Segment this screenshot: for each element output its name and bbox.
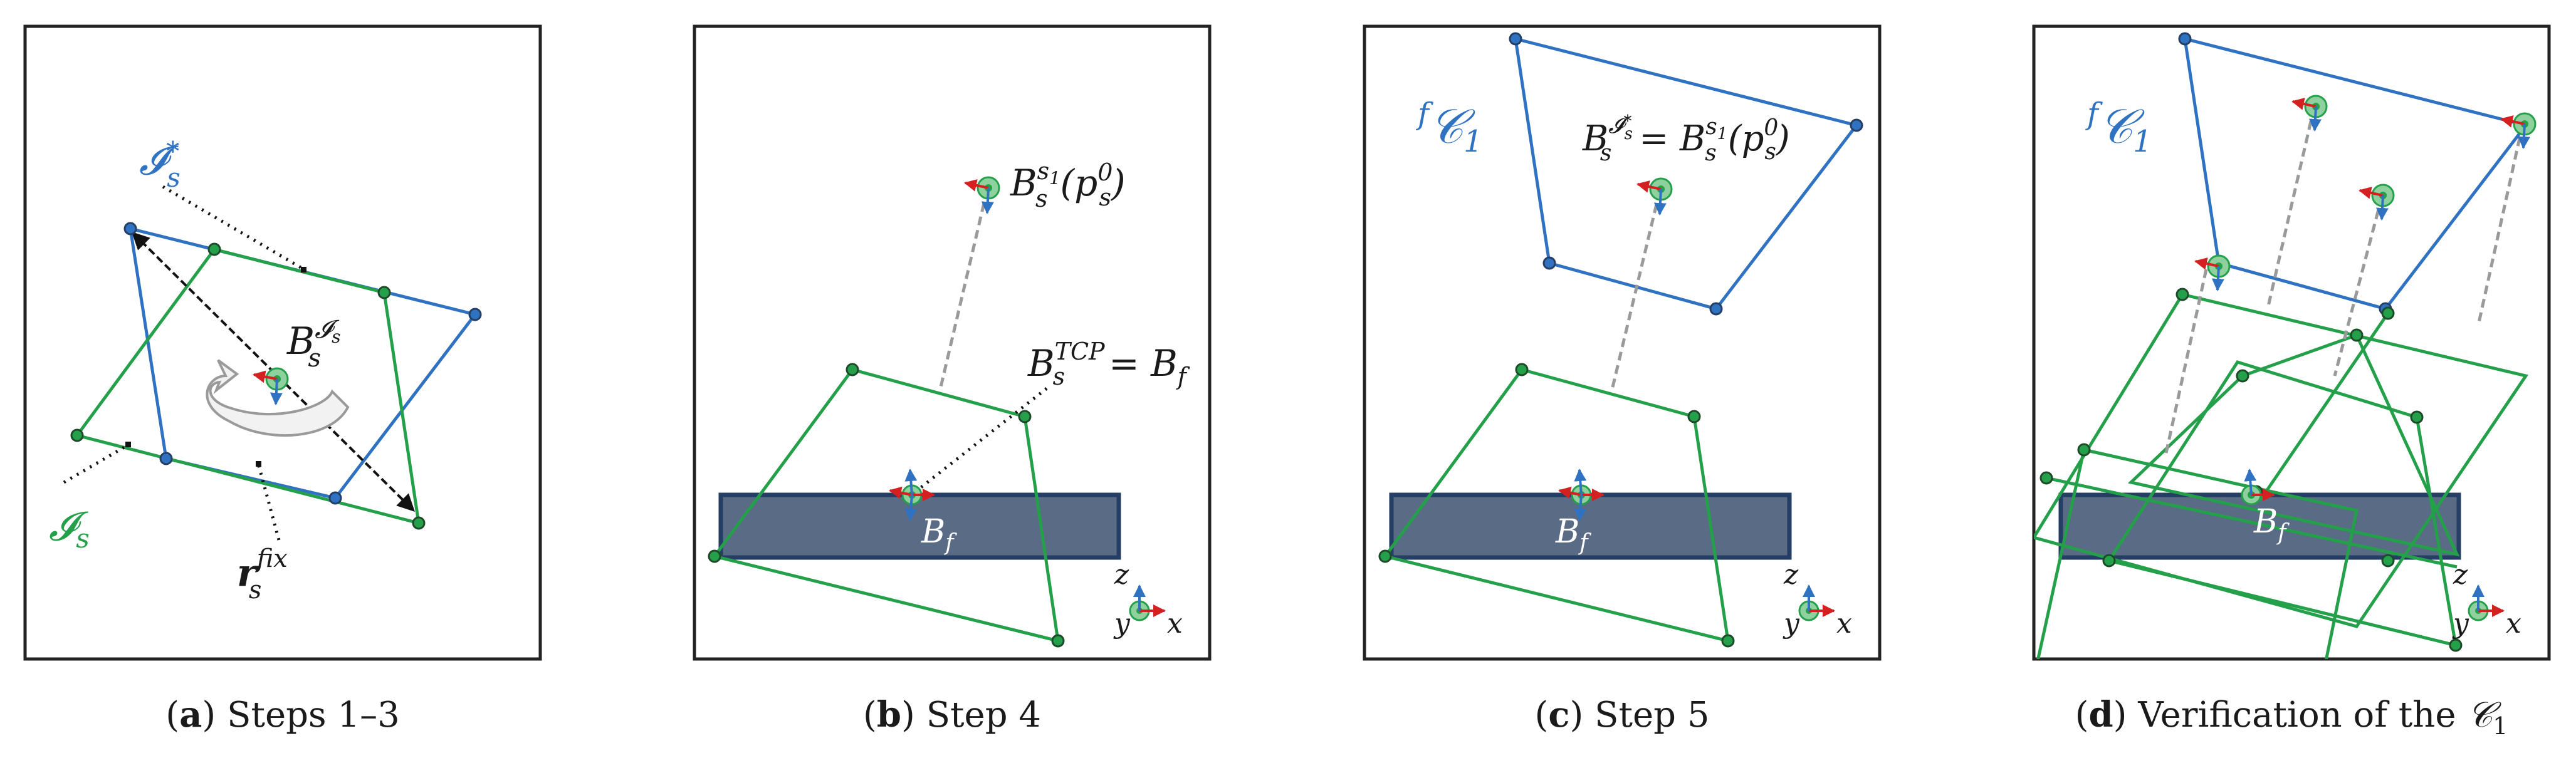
axis-x-label: x [1836, 608, 1852, 640]
green-corner-dots [70, 242, 426, 530]
gray-dashed-line [938, 189, 989, 390]
axis-z-label: z [2453, 559, 2468, 591]
gray-dashed-line [2266, 107, 2316, 309]
panel-c-frame [1363, 24, 1882, 661]
green-rectangle-I [74, 247, 421, 526]
frame-icon-tcp [1558, 469, 1605, 521]
caption-b: (b) Step 4 [863, 694, 1041, 735]
base-plate [718, 492, 1121, 560]
axis-x-label: x [1167, 608, 1183, 640]
axis-z-label: z [1114, 559, 1129, 591]
gray-dashed-line [1610, 190, 1662, 390]
axis-y-label: y [2452, 608, 2469, 640]
caption-c: (c) Step 5 [1535, 694, 1710, 735]
panel-d: f𝒞1 Bf z y x [2032, 24, 2551, 661]
gray-dashed-line [2477, 123, 2525, 323]
blue-quadrilateral-fC1 [1513, 36, 1860, 311]
gray-dashed-line [2164, 269, 2208, 457]
frame-icon-Bs [253, 367, 289, 405]
label-I-star: 𝓘*s [139, 136, 181, 193]
green-corner-dots [708, 363, 1065, 648]
world-frame-icon [1798, 584, 1835, 621]
label-fC1: f𝒞1 [2085, 96, 2152, 159]
axis-x-label: x [2506, 608, 2521, 640]
panel-d-frame [2032, 24, 2551, 661]
base-plate [1389, 492, 1792, 560]
green-corner-dots [1378, 363, 1735, 648]
caption-d: (d) Verification of the 𝒞1 [2075, 694, 2508, 740]
frame-icon-top [964, 176, 1000, 214]
label-I: 𝓘s [49, 504, 90, 554]
label-Bf: Bf [1555, 513, 1591, 556]
panel-b-frame [693, 24, 1212, 661]
leader-tcp [913, 387, 1048, 494]
blue-corner-dots [2178, 32, 2533, 316]
gray-dashed-line [2333, 197, 2384, 376]
axis-y-label: y [1113, 608, 1131, 640]
leader-r-fix [256, 463, 281, 541]
green-edge [2046, 476, 2458, 569]
green-edge [2258, 312, 2390, 502]
label-fC1: f𝒞1 [1416, 96, 1483, 159]
frame-icon-tcp [889, 469, 935, 521]
blue-corner-dots [123, 222, 482, 505]
green-quad-1 [2034, 293, 2529, 628]
rotation-arrow-icon [206, 359, 350, 437]
blue-corner-dots [1509, 32, 1863, 316]
frame-icon-top [1636, 177, 1673, 215]
caption-a: (a) Steps 1–3 [165, 694, 399, 735]
world-frame-icon [2468, 584, 2505, 621]
axis-z-label: z [1783, 559, 1799, 591]
label-Bf: Bf [921, 513, 957, 556]
leader-I-star [162, 185, 305, 271]
axis-y-label: y [1783, 608, 1800, 640]
leader-I [63, 443, 130, 484]
panel-a-frame [23, 24, 542, 661]
frame-icons [2194, 95, 2537, 621]
blue-quadrilateral-fC1 [2182, 36, 2529, 311]
world-frame-icon [1129, 584, 1166, 621]
